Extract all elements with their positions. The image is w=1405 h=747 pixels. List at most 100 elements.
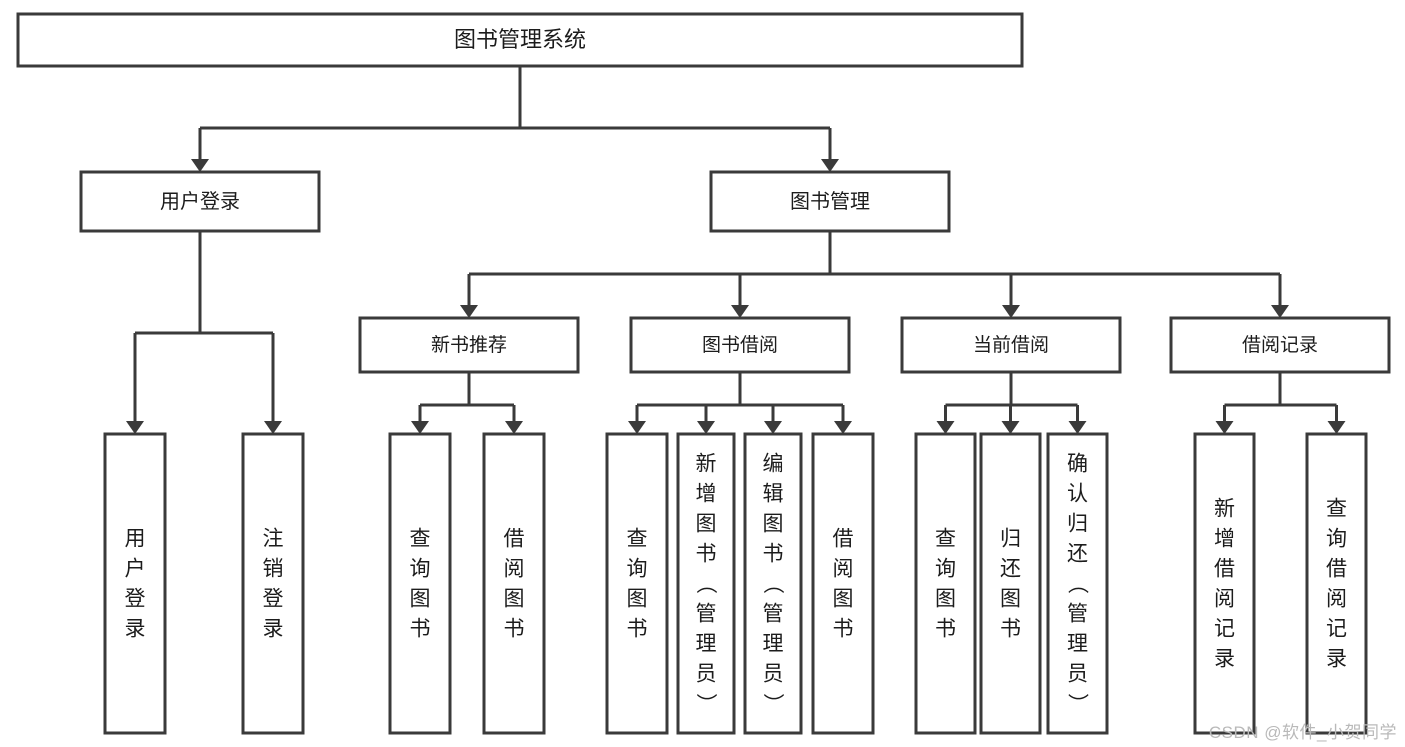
node-l2-借阅记录-label: 借阅记录	[1242, 334, 1318, 356]
node-leaf-归还图书-9-char: 图	[1000, 588, 1021, 611]
connector-to-新增借阅记录-0-head	[1215, 421, 1234, 434]
node-l2-图书借阅[interactable]: 图书借阅	[629, 316, 851, 374]
node-leaf-查询图书-8-rect[interactable]	[914, 432, 977, 735]
connector-to-用户登录-head	[191, 159, 209, 172]
node-leaf-注销登录-1-char: 注	[263, 528, 284, 551]
node-leaf-编辑图书管理员-6-char: 辑	[763, 483, 784, 506]
node-leaf-查询图书-2-char: 图	[410, 588, 431, 611]
node-l1-图书管理-label: 图书管理	[790, 190, 870, 213]
node-leaf-查询图书-4-char: 书	[627, 618, 648, 641]
node-leaf-查询图书-8-char: 查	[935, 528, 956, 551]
node-leaf-用户登录-0-rect[interactable]	[103, 432, 167, 735]
node-leaf-注销登录-1-char: 销	[263, 558, 284, 581]
node-leaf-编辑图书管理员-6-char: 图	[763, 513, 784, 536]
node-leaf-借阅图书-3-rect[interactable]	[482, 432, 546, 735]
node-leaf-新增借阅记录-11-rect[interactable]	[1193, 432, 1256, 735]
node-root-图书管理系统[interactable]: 图书管理系统	[16, 12, 1024, 68]
node-leaf-查询图书-4-char: 图	[627, 588, 648, 611]
node-leaf-查询借阅记录-12-char: 记	[1326, 618, 1347, 641]
node-leaf-借阅图书-7-char: 图	[833, 588, 854, 611]
node-leaf-归还图书-9-rect[interactable]	[979, 432, 1042, 735]
node-l2-新书推荐-rect[interactable]	[358, 316, 580, 374]
node-leaf-编辑图书管理员-6-char: （	[761, 573, 784, 594]
node-l2-当前借阅-label: 当前借阅	[973, 334, 1049, 356]
node-leaf-归还图书-9-char: 归	[1000, 528, 1021, 551]
node-leaf-新增借阅记录-11-char: 记	[1214, 618, 1235, 641]
node-l2-图书借阅-rect[interactable]	[629, 316, 851, 374]
connector-to-注销登录-1-head	[264, 421, 282, 434]
node-l2-新书推荐[interactable]: 新书推荐	[358, 316, 580, 374]
node-leaf-编辑图书管理员-6-char: 管	[763, 603, 784, 626]
node-leaf-借阅图书-3-char: 阅	[504, 558, 525, 581]
node-leaf-编辑图书管理员-6-rect[interactable]	[743, 432, 803, 735]
node-leaf-查询图书-8-char: 书	[935, 618, 956, 641]
node-leaf-注销登录-1-char: 录	[263, 618, 284, 641]
connector-to-确认归还管理员-2-head	[1068, 421, 1087, 434]
node-leaf-编辑图书管理员-6-char: 书	[763, 543, 784, 566]
node-leaf-编辑图书管理员-6-char: 理	[763, 633, 784, 656]
node-leaf-新增图书管理员-5-char: （	[694, 573, 717, 594]
node-leaf-确认归还管理员-10-char: 理	[1067, 633, 1088, 656]
connector-to-新增图书管理员-1-head	[697, 421, 715, 434]
node-leaf-新增借阅记录-11-char: 新	[1214, 498, 1235, 521]
connector-to-图书管理-head	[821, 159, 839, 172]
node-leaf-查询借阅记录-12-char: 询	[1326, 528, 1347, 551]
node-leaf-用户登录-0-char: 登	[125, 588, 146, 611]
node-l2-当前借阅-rect[interactable]	[900, 316, 1122, 374]
node-leaf-新增图书管理员-5-char: 增	[696, 483, 717, 506]
node-leaf-用户登录-0-char: 用	[125, 528, 146, 551]
node-leaf-确认归还管理员-10-char: 认	[1067, 483, 1088, 506]
node-leaf-注销登录-1-rect[interactable]	[241, 432, 305, 735]
connector-layer	[126, 66, 1346, 434]
node-l2-借阅记录[interactable]: 借阅记录	[1169, 316, 1391, 374]
node-root-图书管理系统-rect[interactable]	[16, 12, 1024, 68]
node-leaf-确认归还管理员-10-rect[interactable]	[1046, 432, 1109, 735]
connector-to-图书借阅-head	[731, 305, 749, 318]
node-l1-用户登录-rect[interactable]	[79, 170, 321, 233]
connector-to-当前借阅-head	[1002, 305, 1020, 318]
node-leaf-借阅图书-3-char: 图	[504, 588, 525, 611]
node-leaf-新增借阅记录-11-char: 阅	[1214, 588, 1235, 611]
node-leaf-新增图书管理员-5-char: 图	[696, 513, 717, 536]
node-leaf-确认归还管理员-10-char: 管	[1067, 603, 1088, 626]
node-l1-图书管理[interactable]: 图书管理	[709, 170, 951, 233]
node-leaf-借阅图书-7-rect[interactable]	[811, 432, 875, 735]
node-leaf-查询图书-2-rect[interactable]	[388, 432, 452, 735]
node-leaf-查询借阅记录-12-char: 借	[1326, 558, 1347, 581]
node-leaf-新增借阅记录-11-char: 录	[1214, 648, 1235, 671]
node-leaf-新增图书管理员-5-rect[interactable]	[676, 432, 736, 735]
node-leaf-确认归还管理员-10-char: 还	[1067, 543, 1088, 566]
node-layer: 图书管理系统用户登录图书管理新书推荐图书借阅当前借阅借阅记录用户登录注销登录查询…	[16, 12, 1391, 735]
connector-to-借阅图书-1-head	[505, 421, 523, 434]
node-root-图书管理系统-label: 图书管理系统	[454, 27, 586, 52]
node-leaf-查询图书-4-rect[interactable]	[605, 432, 669, 735]
node-leaf-归还图书-9-char: 还	[1000, 558, 1021, 581]
node-l2-借阅记录-rect[interactable]	[1169, 316, 1391, 374]
csdn-watermark: CSDN @软件_小贺同学	[1208, 723, 1397, 742]
node-leaf-新增图书管理员-5-char: 员	[696, 663, 717, 686]
node-leaf-编辑图书管理员-6-char: ）	[761, 693, 784, 714]
node-leaf-新增图书管理员-5-char: ）	[694, 693, 717, 714]
node-l2-当前借阅[interactable]: 当前借阅	[900, 316, 1122, 374]
node-leaf-查询借阅记录-12-rect[interactable]	[1305, 432, 1368, 735]
node-l1-用户登录[interactable]: 用户登录	[79, 170, 321, 233]
node-leaf-用户登录-0[interactable]: 用户登录	[103, 432, 167, 735]
connector-to-查询图书-0-head	[628, 421, 646, 434]
connector-to-编辑图书管理员-2-head	[764, 421, 782, 434]
node-leaf-查询借阅记录-12-char: 录	[1326, 648, 1347, 671]
node-l1-图书管理-rect[interactable]	[709, 170, 951, 233]
node-leaf-确认归还管理员-10-char: 确	[1067, 453, 1088, 476]
